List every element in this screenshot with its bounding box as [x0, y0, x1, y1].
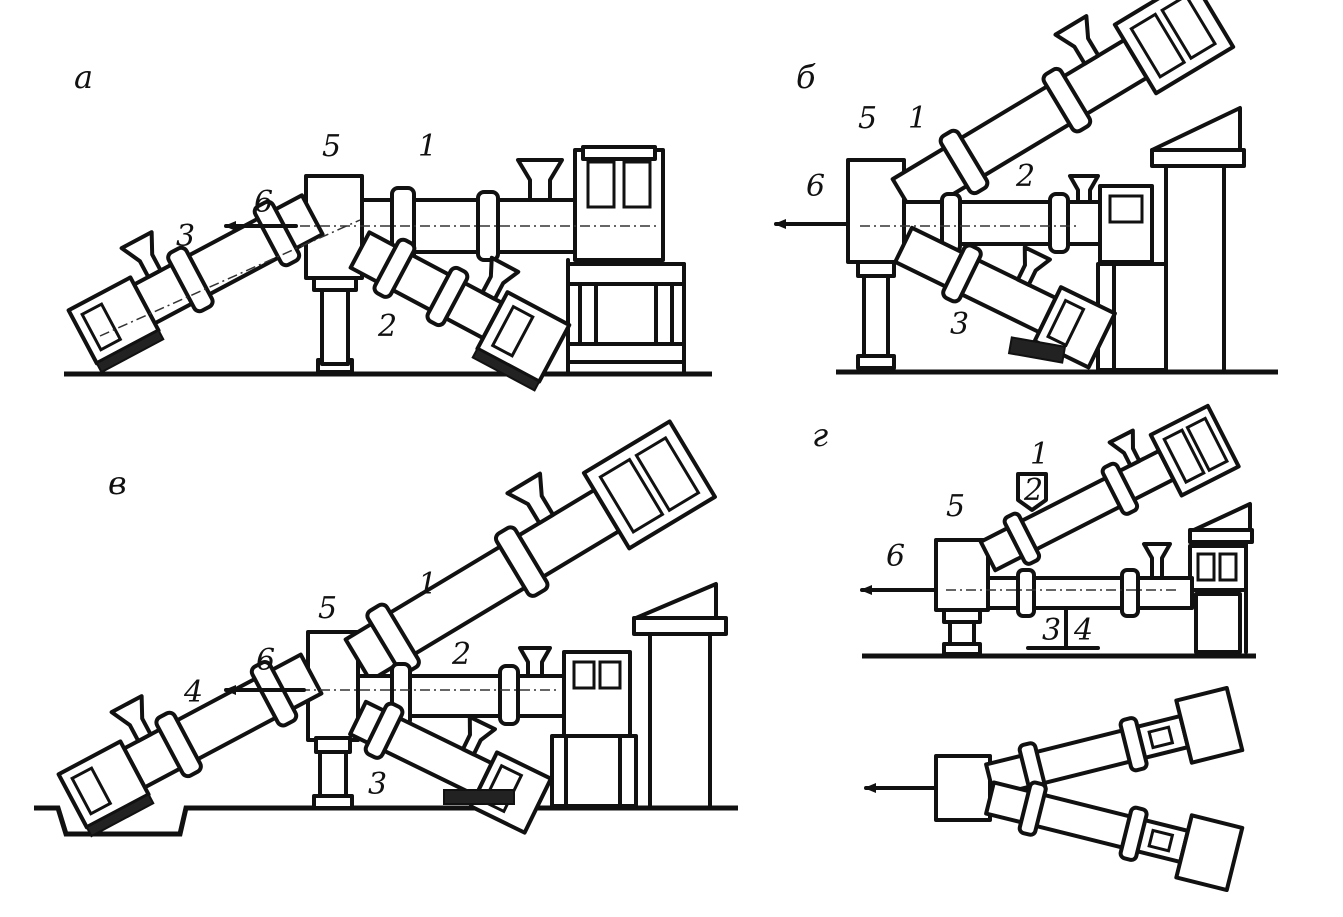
panel-g-label-5: 5 [946, 489, 965, 524]
panel-a-label-6: 6 [254, 185, 273, 220]
panel-v-extruder-4 [56, 652, 324, 838]
panel-b-label-1: 1 [908, 101, 927, 136]
panel-a-label-2: 2 [377, 309, 397, 344]
panel-a-label-5: 5 [322, 129, 341, 164]
panel-b-hopper-icon-3 [1015, 245, 1052, 287]
panel-g-label-4: 4 [1073, 613, 1093, 648]
panel-a-label-1: 1 [418, 129, 437, 164]
panel-g-frame [1188, 502, 1254, 654]
panel-v-frame [550, 582, 728, 808]
panel-a-head-5 [304, 174, 364, 374]
panel-v-extruder-1 [343, 419, 717, 683]
panel-v-hopper-icon-4 [109, 694, 153, 743]
panel-b-motor-base [1007, 336, 1067, 364]
panel-g-label-box [1016, 472, 1048, 512]
panel-g-label-1: 1 [1030, 437, 1049, 472]
panel-g-extruder-horizontal [986, 542, 1194, 618]
panel-g-plan-extruder-upper [984, 685, 1245, 798]
panel-b-label-2: 2 [1015, 159, 1035, 194]
panel-v-hopper-icon-2 [518, 646, 552, 678]
panel-a-axis-line [99, 219, 361, 337]
panel-g-plan-head [934, 754, 992, 822]
panel-a-title: а [74, 58, 93, 96]
panel-b-frame [1096, 106, 1246, 372]
panel-a: а [64, 58, 712, 392]
panel-v-head-5 [306, 630, 360, 810]
panel-b-title: б [796, 58, 816, 96]
panel-a-extruder-2 [348, 230, 572, 392]
panel-g-label-2: 2 [1023, 473, 1043, 508]
panel-g-plan-view [864, 685, 1245, 893]
panel-a-extruder-3 [66, 193, 325, 374]
panel-g-extruder-upper [978, 403, 1241, 573]
panel-v-title: в [108, 464, 127, 502]
panel-v-hopper-icon-3 [460, 714, 497, 757]
panel-v-hopper-icon [505, 471, 556, 526]
panel-v-label-5: 5 [318, 591, 337, 626]
panel-b-hopper-icon-2 [1068, 174, 1100, 204]
panel-a-hopper-icon-2 [119, 230, 163, 279]
panel-g-plan-extruder-lower [984, 780, 1245, 893]
panel-v: в [34, 419, 738, 838]
panel-a-hopper-icon [516, 158, 564, 202]
panel-a-hopper-icon-3 [480, 255, 521, 302]
panel-v-motor-base [443, 789, 515, 805]
panel-v-ground [34, 805, 738, 837]
panel-b-extruder-2 [902, 174, 1154, 264]
panel-g-hopper-icon-2 [1142, 542, 1172, 580]
panel-b-extruder-1 [890, 0, 1236, 219]
panel-b-label-5: 5 [858, 101, 877, 136]
panel-v-label-6: 6 [256, 643, 275, 678]
panel-v-label-4: 4 [183, 675, 203, 710]
panel-b-label-6: 6 [806, 169, 825, 204]
panel-g-head-5 [934, 538, 990, 656]
panel-v-label-2: 2 [451, 637, 471, 672]
panel-a-extruder-1 [358, 145, 686, 376]
panel-g-hopper-icon [1107, 428, 1142, 468]
panel-v-label-3: 3 [368, 767, 387, 802]
panel-b-label-3: 3 [950, 307, 969, 342]
panel-g: г [812, 403, 1256, 893]
panel-g-title: г [812, 416, 828, 454]
panel-g-label-3: 3 [1042, 613, 1061, 648]
panel-b-hopper-icon [1053, 14, 1101, 66]
panel-v-label-1: 1 [418, 567, 437, 602]
panel-a-label-3: 3 [176, 219, 195, 254]
panel-g-label-6: 6 [886, 539, 905, 574]
panel-b: б [774, 0, 1278, 375]
